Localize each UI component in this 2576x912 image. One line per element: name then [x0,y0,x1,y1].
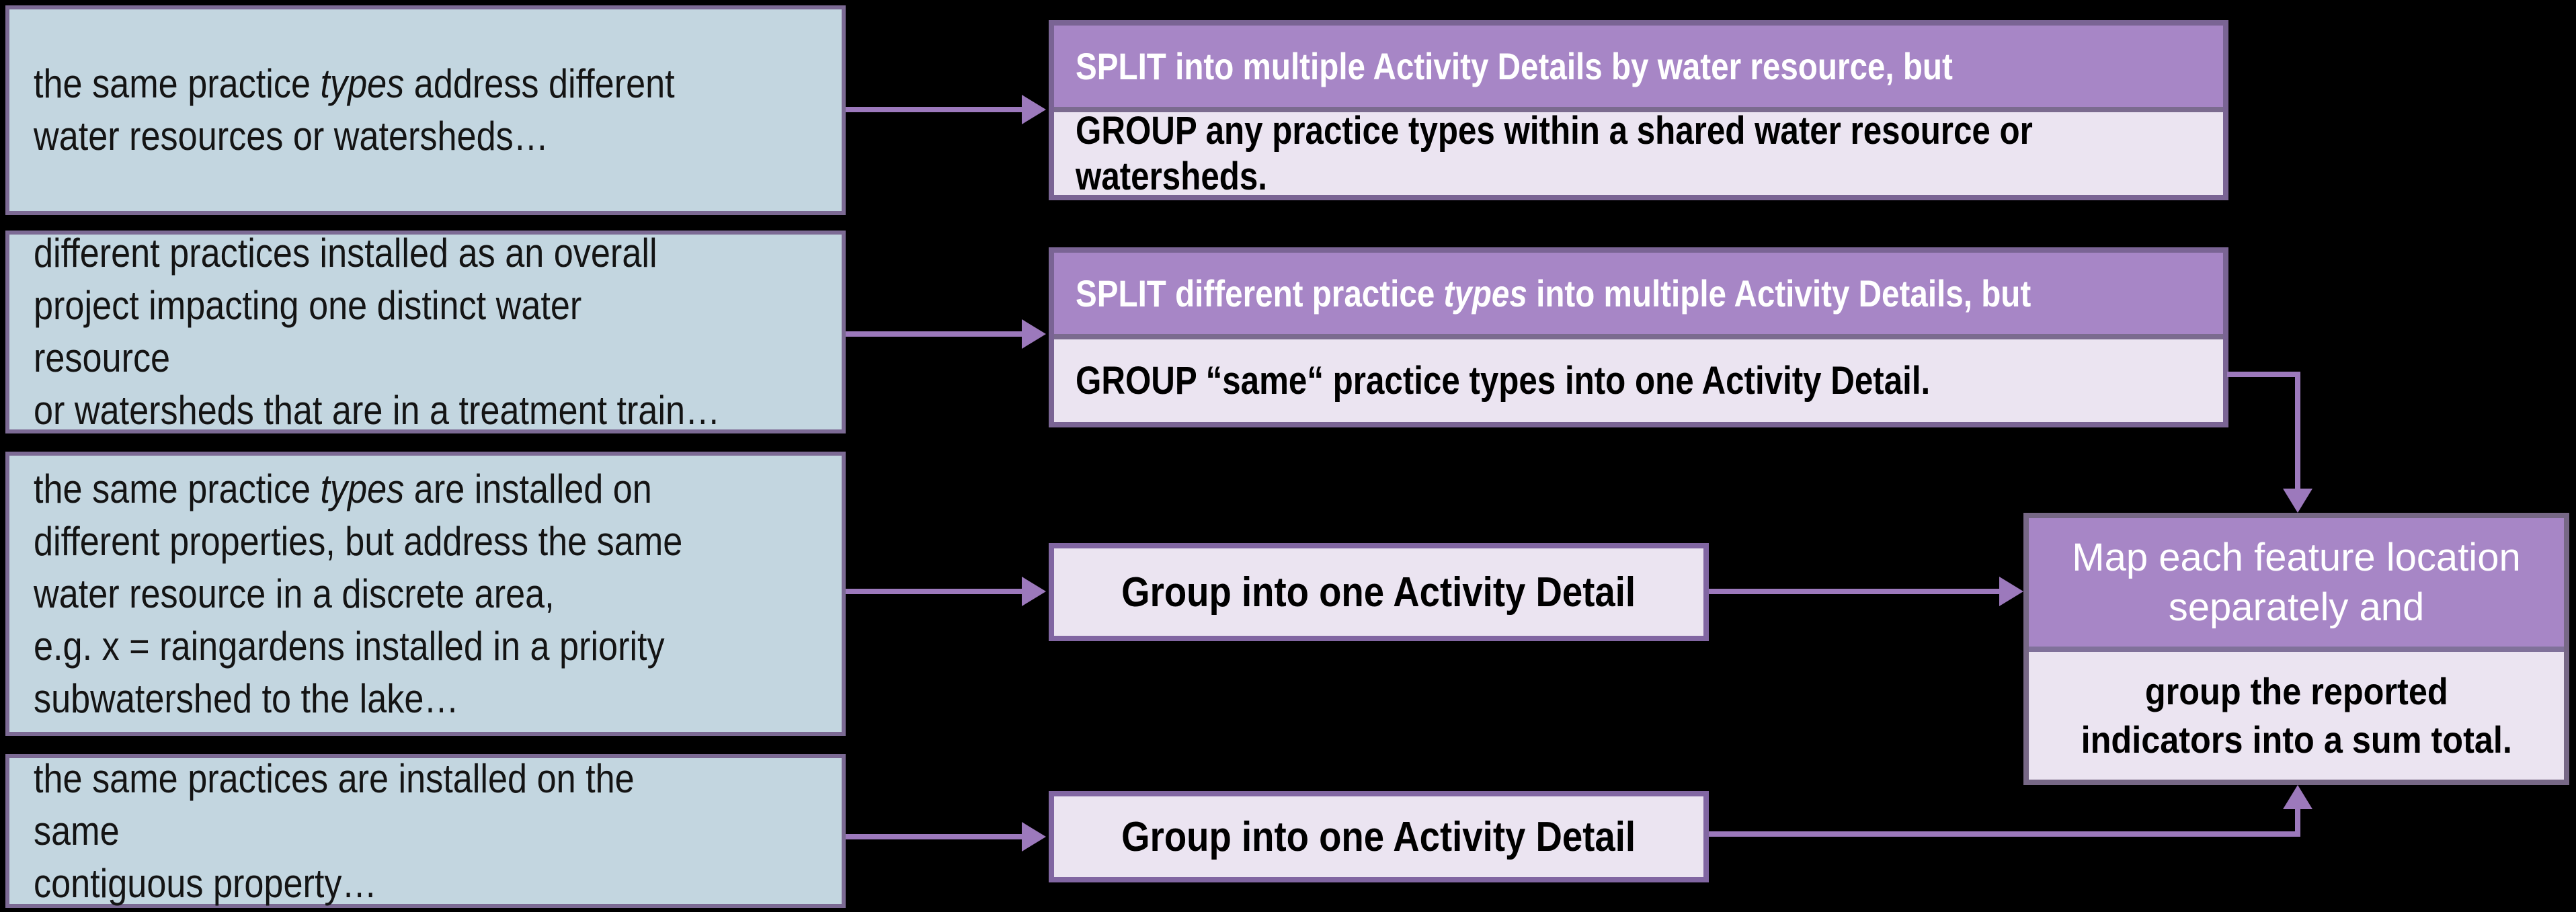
condition-text-2: different practices installed as an over… [34,227,725,437]
result-box-top: Map each feature location separately and [2029,518,2564,652]
connector-4-horizontal [1709,831,2300,837]
group-body-1: GROUP any practice types within a shared… [1054,109,2223,198]
result-box-bottom: group the reported indicators into a sum… [2029,652,2564,780]
group-body-1-text: GROUP any practice types within a shared… [1076,108,2033,198]
group-body-2: GROUP “same“ practice types into one Act… [1054,339,2223,422]
split-header-2-text: SPLIT different practice types into mult… [1076,272,2031,315]
split-group-box-1: SPLIT into multiple Activity Details by … [1049,20,2228,200]
split-2-post: into multiple Activity Details, but [1527,272,2031,315]
group-body-2-text: GROUP “same“ practice types into one Act… [1076,358,1931,403]
result-top-text: Map each feature location separately and [2072,535,2521,629]
condition-box-4: the same practices are installed on the … [5,754,846,908]
arrow-head-1-icon [1022,95,1046,124]
split-2-italic: types [1443,272,1527,315]
group-box-3-label: Group into one Activity Detail [1121,569,1636,616]
split-group-box-2: SPLIT different practice types into mult… [1049,247,2228,427]
condition-3-italic: types [320,466,405,511]
condition-box-3: the same practice types are installed on… [5,452,846,736]
connector-2-arrow-icon [2283,489,2312,513]
condition-4-pre: the same practices are installed on the … [34,755,635,906]
condition-text-1: the same practice types address differen… [34,58,675,163]
split-header-1-text: SPLIT into multiple Activity Details by … [1076,44,1953,88]
connector-4-arrow-icon [2283,785,2312,809]
condition-box-1: the same practice types address differen… [5,5,846,215]
condition-3-post: are installed on different properties, b… [34,466,683,721]
arrow-line-4 [846,834,1022,839]
connector-2-horizontal [2227,372,2300,377]
result-bottom-text: group the reported indicators into a sum… [2081,670,2512,761]
split-header-1: SPLIT into multiple Activity Details by … [1054,26,2223,112]
condition-2-pre: different practices installed as an over… [34,231,721,433]
connector-2-vertical [2295,372,2300,491]
split-2-pre: SPLIT different practice [1076,272,1444,315]
arrow-line-1 [846,107,1022,112]
arrow-head-4-icon [1022,822,1046,852]
group-box-4: Group into one Activity Detail [1049,791,1709,882]
condition-box-2: different practices installed as an over… [5,231,846,433]
arrow-line-2 [846,331,1022,337]
connector-3-arrow-icon [1999,577,2023,606]
arrow-line-3 [846,589,1022,594]
group-box-4-label: Group into one Activity Detail [1121,813,1636,860]
group-box-3: Group into one Activity Detail [1049,543,1709,641]
split-1-pre: SPLIT into multiple Activity Details by … [1076,45,1953,87]
result-box: Map each feature location separately and… [2023,513,2569,785]
condition-text-4: the same practices are installed on the … [34,753,725,910]
split-header-2: SPLIT different practice types into mult… [1054,253,2223,339]
condition-3-pre: the same practice [34,466,321,511]
connector-4-vertical [2295,809,2300,837]
condition-1-pre: the same practice [34,61,321,106]
arrow-head-2-icon [1022,319,1046,349]
condition-1-post: address different water resources or wat… [34,61,675,159]
condition-1-italic: types [320,61,405,106]
arrow-head-3-icon [1022,577,1046,606]
connector-3-horizontal [1709,589,2003,594]
condition-text-3: the same practice types are installed on… [34,463,682,725]
